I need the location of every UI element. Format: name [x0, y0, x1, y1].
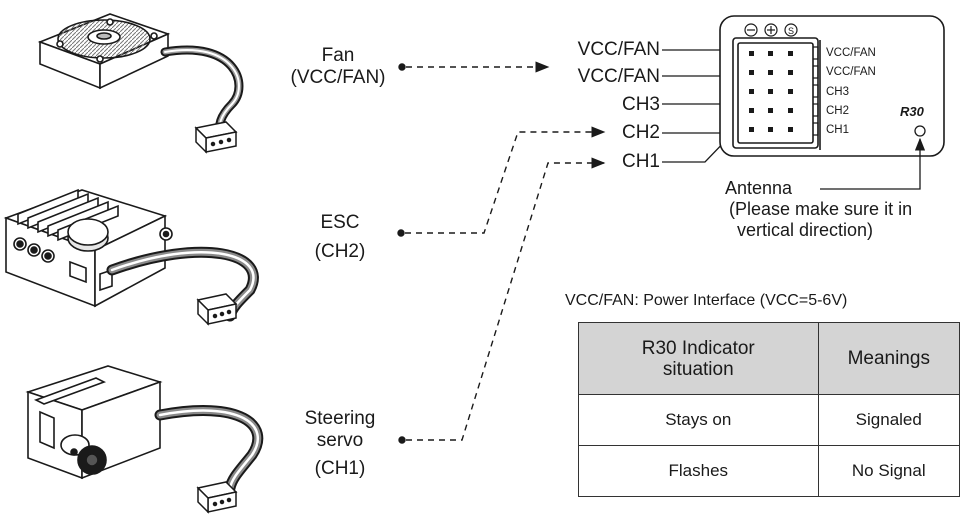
servo-connector [196, 481, 238, 514]
fan-label: Fan (VCC/FAN) [278, 45, 398, 89]
servo-label-line3: (CH1) [314, 458, 366, 479]
servo-label-line2: servo [316, 430, 364, 451]
power-interface-note: VCC/FAN: Power Interface (VCC=5-6V) [565, 292, 848, 309]
esc-illustration [3, 188, 173, 308]
receiver-model-label: R30 [900, 104, 924, 119]
pin-label-vccfan-1: VCC/FAN [826, 47, 876, 59]
antenna-label: Antenna [725, 178, 793, 198]
indicator-led [914, 125, 926, 137]
servo-illustration [25, 365, 163, 480]
fan-dot [398, 63, 406, 71]
receiver-body [719, 15, 945, 157]
servo-cable [154, 405, 264, 494]
row-stays-on: Stays on [578, 394, 819, 446]
row-flashes: Flashes [578, 445, 819, 497]
fan-illustration [37, 13, 171, 90]
servo-label: Steering servo (CH1) [290, 408, 390, 480]
pin-label-ch1: CH1 [826, 124, 850, 136]
channel-label-ch3: CH3 [621, 94, 660, 115]
channel-label-vccfan-2: VCC/FAN [577, 66, 660, 87]
row-no-signal: No Signal [817, 445, 960, 497]
esc-label: ESC (CH2) [300, 212, 380, 263]
esc-label-line1: ESC [320, 212, 360, 233]
esc-dot [397, 229, 405, 237]
dashed-routes [397, 61, 606, 444]
antenna-note: Antenna (Please make sure it in vertical… [725, 178, 912, 241]
pin-label-vccfan-2: VCC/FAN [826, 66, 876, 78]
pin-label-ch3: CH3 [826, 86, 850, 98]
channel-label-ch1: CH1 [621, 151, 660, 172]
esc-route [405, 126, 606, 234]
servo-label-line1: Steering [304, 408, 376, 429]
antenna-leader [820, 137, 926, 190]
receiver-pins [749, 51, 793, 132]
fan-label-line2: (VCC/FAN) [290, 67, 386, 88]
servo-route [406, 157, 606, 441]
signal-letter: S [788, 26, 794, 36]
fan-label-line1: Fan [321, 45, 355, 66]
antenna-instruction-1: (Please make sure it in [729, 199, 913, 219]
fan-connector [194, 121, 238, 154]
channel-label-vccfan-1: VCC/FAN [577, 39, 660, 60]
esc-connector [196, 293, 238, 326]
header-indicator: R30 Indicator situation [578, 322, 819, 395]
indicator-table: R30 Indicator situation Meanings Stays o… [578, 322, 960, 497]
table-row: Stays on Signaled [578, 394, 960, 446]
esc-label-line2: (CH2) [314, 241, 366, 262]
receiver-notches [813, 46, 819, 136]
signal-icon [784, 23, 798, 37]
header-meanings: Meanings [817, 322, 960, 395]
pin-label-ch2: CH2 [826, 105, 850, 117]
polarity-symbols [744, 23, 798, 37]
row-signaled: Signaled [817, 394, 960, 446]
servo-dot [398, 436, 406, 444]
antenna-instruction-2: vertical direction) [737, 220, 874, 240]
table-row: Flashes No Signal [578, 445, 960, 497]
channel-label-ch2: CH2 [621, 122, 660, 143]
table-header-row: R30 Indicator situation Meanings [578, 322, 960, 395]
